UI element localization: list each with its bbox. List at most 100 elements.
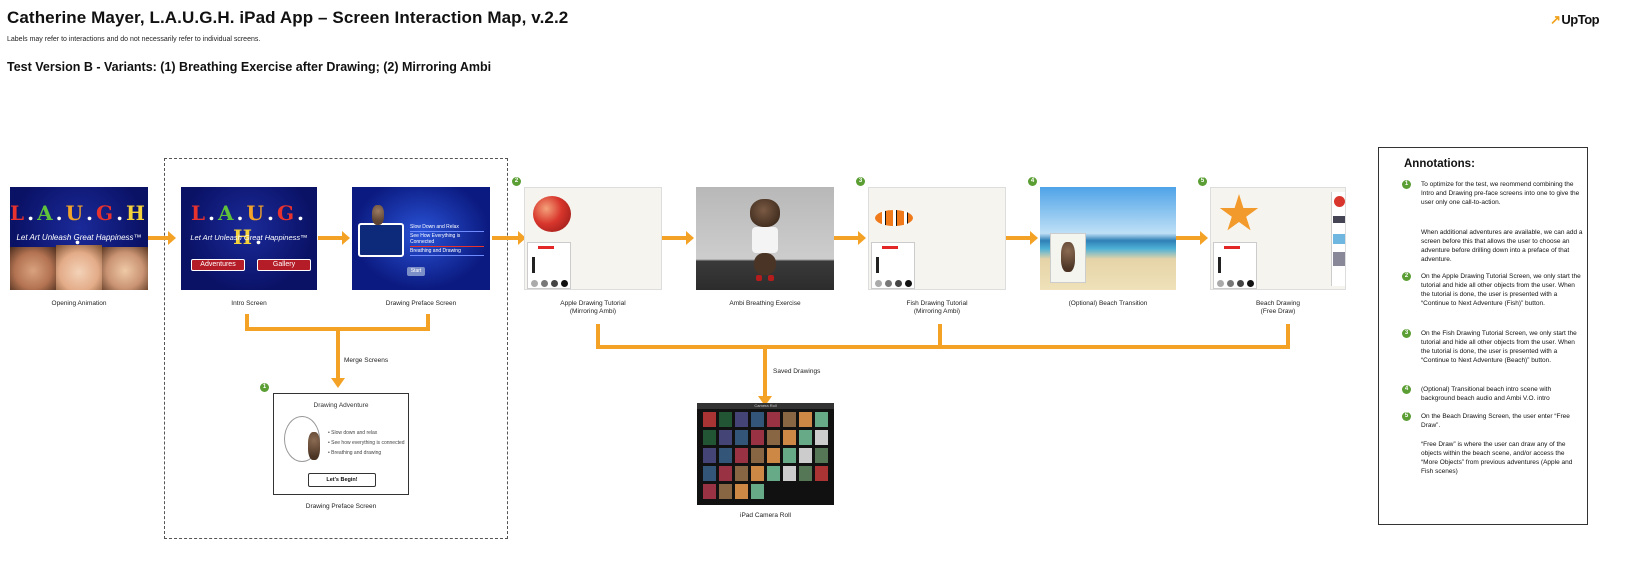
fish-tutorial-label: Fish Drawing Tutorial (Mirroring Ambi)	[906, 300, 968, 315]
merged-preface-bullets: • Slow down and relax • See how everythi…	[328, 428, 405, 458]
arrow-intro-preface	[318, 236, 344, 240]
preface-item-1[interactable]: Slow Down and Relax	[410, 223, 484, 232]
camera-roll-thumbnail[interactable]	[703, 484, 716, 499]
annotations-panel: Annotations: 1 To optimize for the test,…	[1378, 147, 1588, 525]
camera-roll-thumbnail[interactable]	[719, 412, 732, 427]
camera-roll-thumbnail[interactable]	[703, 412, 716, 427]
camera-roll-thumbnail[interactable]	[751, 412, 764, 427]
camera-roll-thumbnail[interactable]	[735, 448, 748, 463]
drawing-palette[interactable]	[1213, 242, 1257, 289]
camera-roll-thumbnail[interactable]	[799, 448, 812, 463]
camera-roll-thumbnail[interactable]	[815, 466, 828, 481]
opening-animation-label: Opening Animation	[51, 300, 107, 307]
ambi-shoe-right	[768, 275, 774, 281]
camera-roll-thumbnail[interactable]	[719, 484, 732, 499]
lets-begin-button[interactable]: Let's Begin!	[308, 473, 376, 487]
camera-roll-thumbnail[interactable]	[815, 430, 828, 445]
camera-roll-thumbnail[interactable]	[719, 430, 732, 445]
camera-roll-thumbnail[interactable]	[719, 466, 732, 481]
badge-2: 2	[512, 177, 521, 186]
badge-3: 3	[856, 177, 865, 186]
laugh-logo: L.A.U.G.H.	[10, 201, 148, 249]
drawing-palette[interactable]	[871, 242, 915, 289]
more-objects-panel[interactable]	[1331, 192, 1345, 286]
beach-transition-screen	[1040, 187, 1176, 290]
merged-preface-screen: Drawing Adventure • Slow down and relax …	[273, 393, 409, 495]
annotation-4: (Optional) Transitional beach intro scen…	[1421, 386, 1552, 402]
camera-roll-thumbnail[interactable]	[719, 448, 732, 463]
annotations-title: Annotations:	[1404, 158, 1475, 170]
arrow-apple-breathing	[662, 236, 688, 240]
camera-roll-header: Camera Roll	[697, 403, 834, 409]
camera-roll-thumbnail[interactable]	[783, 466, 796, 481]
starfish-image	[1219, 194, 1259, 231]
camera-roll-thumbnail[interactable]	[767, 412, 780, 427]
saved-drawings-label: Saved Drawings	[773, 368, 821, 375]
easel-graphic	[358, 223, 404, 257]
bullet-3: • Breathing and drawing	[328, 450, 382, 456]
merge-screens-label: Merge Screens	[344, 357, 389, 364]
camera-roll-thumbnail[interactable]	[783, 412, 796, 427]
beach-transition-label: (Optional) Beach Transition	[1068, 300, 1148, 307]
preface-item-2[interactable]: See How Everything is Connected	[410, 232, 484, 247]
camera-roll-thumbnail[interactable]	[799, 466, 812, 481]
drawing-preface-label: Drawing Preface Screen	[385, 300, 457, 307]
camera-roll-screen: Camera Roll	[697, 403, 834, 505]
fish-drawing-screen	[868, 187, 1006, 290]
camera-roll-thumbnail[interactable]	[783, 430, 796, 445]
badge-1: 1	[260, 383, 269, 392]
camera-roll-thumbnail[interactable]	[735, 484, 748, 499]
camera-roll-thumbnail[interactable]	[751, 448, 764, 463]
clownfish-image	[875, 210, 913, 226]
apple-drawing-screen	[524, 187, 662, 290]
drawing-palette[interactable]	[527, 242, 571, 289]
camera-roll-thumbnail[interactable]	[751, 466, 764, 481]
breathing-exercise-screen	[696, 187, 834, 290]
camera-roll-thumbnail[interactable]	[735, 466, 748, 481]
camera-roll-thumbnail[interactable]	[815, 412, 828, 427]
drawing-preface-screen: Slow Down and Relax See How Everything i…	[352, 187, 490, 290]
camera-roll-thumbnail[interactable]	[751, 430, 764, 445]
bullet-2: • See how everything is connected	[328, 440, 405, 446]
merged-preface-heading: Drawing Adventure	[313, 402, 369, 409]
intro-screen: L.A.U.G.H. Let Art Unleash Great Happine…	[181, 187, 317, 290]
camera-roll-thumbnail[interactable]	[767, 448, 780, 463]
start-button[interactable]: Start	[407, 267, 425, 276]
annotation-5-continued: “Free Draw” is where the user can draw a…	[1421, 441, 1573, 475]
camera-roll-label: iPad Camera Roll	[740, 512, 791, 519]
camera-roll-thumbnail[interactable]	[703, 466, 716, 481]
child-face-photo-3	[102, 247, 148, 290]
camera-roll-thumbnail[interactable]	[783, 448, 796, 463]
camera-roll-thumbnail[interactable]	[799, 412, 812, 427]
merged-preface-label: Drawing Preface Screen	[305, 503, 377, 510]
annotation-num-4: 4	[1402, 385, 1411, 394]
annotation-2: On the Apple Drawing Tutorial Screen, we…	[1421, 273, 1581, 307]
camera-roll-thumbnail[interactable]	[767, 466, 780, 481]
annotation-1-continued: When additional adventures are available…	[1421, 229, 1583, 263]
camera-roll-thumbnail[interactable]	[799, 430, 812, 445]
annotation-5: On the Beach Drawing Screen, the user en…	[1421, 413, 1570, 429]
annotation-num-5: 5	[1402, 412, 1411, 421]
gallery-button[interactable]: Gallery	[257, 259, 311, 271]
annotation-1: To optimize for the test, we reommend co…	[1421, 181, 1580, 206]
beach-drawing-screen	[1210, 187, 1346, 290]
opening-animation-screen: L.A.U.G.H. Let Art Unleash Great Happine…	[10, 187, 148, 290]
arrow-fish-beach	[1006, 236, 1032, 240]
bullet-1: • Slow down and relax	[328, 430, 378, 436]
camera-roll-thumbnail[interactable]	[703, 448, 716, 463]
tagline: Let Art Unleash Great Happiness™	[16, 233, 142, 242]
uptop-logo: ↗UpTop	[1550, 12, 1600, 28]
preface-item-3[interactable]: Breathing and Drawing	[410, 247, 484, 256]
ambi-body	[754, 253, 776, 275]
camera-roll-thumbnail[interactable]	[735, 430, 748, 445]
camera-roll-thumbnail[interactable]	[703, 430, 716, 445]
arrow-beach-draw	[1176, 236, 1202, 240]
annotation-num-3: 3	[1402, 329, 1411, 338]
arrow-breathing-fish	[834, 236, 860, 240]
camera-roll-thumbnail[interactable]	[751, 484, 764, 499]
merge-group-box	[164, 158, 508, 539]
camera-roll-thumbnail[interactable]	[735, 412, 748, 427]
camera-roll-thumbnail[interactable]	[815, 448, 828, 463]
camera-roll-thumbnail[interactable]	[767, 430, 780, 445]
adventures-button[interactable]: Adventures	[191, 259, 245, 271]
